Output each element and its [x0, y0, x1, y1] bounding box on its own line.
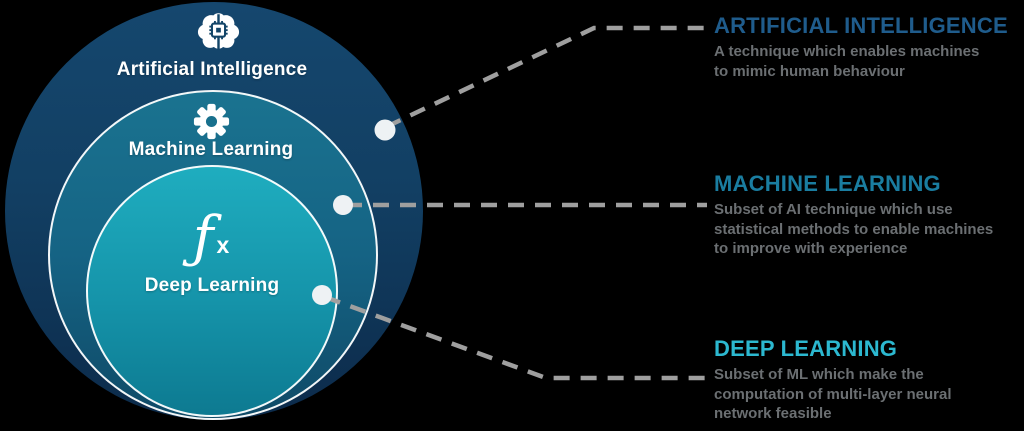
label-artificial-intelligence: Artificial Intelligence: [116, 59, 308, 80]
gear-icon: [193, 103, 230, 145]
annotation-machine-learning: MACHINE LEARNING Subset of AI technique …: [714, 172, 1024, 259]
fx-f-glyph: ƒ: [192, 205, 214, 270]
annotation-desc-dl: Subset of ML which make the computation …: [714, 366, 952, 422]
annotation-artificial-intelligence: ARTIFICIAL INTELLIGENCE A technique whic…: [714, 14, 1024, 81]
annotation-deep-learning: DEEP LEARNING Subset of ML which make th…: [714, 337, 1024, 424]
annotation-title-ml: MACHINE LEARNING: [714, 171, 941, 196]
annotation-desc-ai: A technique which enables machines to mi…: [714, 43, 980, 80]
annotation-title-dl: DEEP LEARNING: [714, 336, 898, 361]
annotation-title-ai: ARTIFICIAL INTELLIGENCE: [714, 13, 1008, 38]
label-deep-learning: Deep Learning: [144, 275, 280, 296]
label-machine-learning: Machine Learning: [128, 139, 294, 160]
connector-line-ai: [385, 25, 707, 130]
fx-x-glyph: x: [216, 232, 230, 258]
fx-function-icon: ƒ x: [161, 210, 261, 272]
brain-chip-icon: [197, 11, 240, 58]
annotation-desc-ml: Subset of AI technique which use statist…: [714, 201, 994, 257]
circle-deep-learning: [86, 165, 338, 417]
